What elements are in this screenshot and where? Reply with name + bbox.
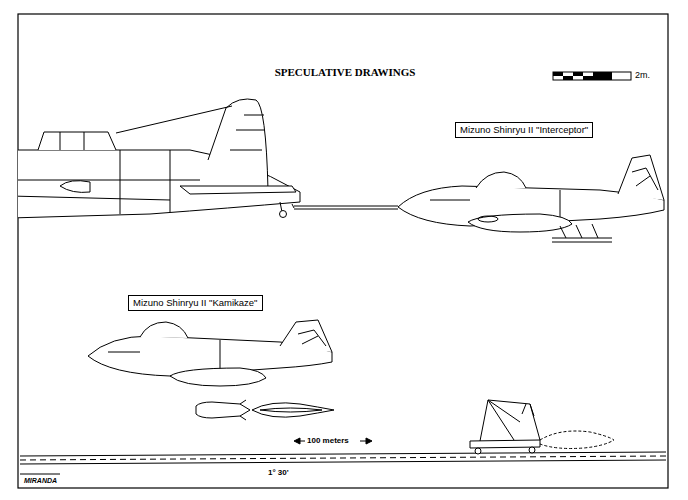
cart-body: [470, 440, 540, 448]
rocket-flame: [252, 403, 334, 417]
tow-bar: [294, 206, 398, 209]
interceptor-aircraft: [398, 155, 664, 242]
fin-panel: [230, 115, 264, 150]
canopy-frame: [60, 132, 84, 150]
scale-bar: [553, 72, 631, 80]
sheet-frame: [18, 14, 668, 488]
exhaust-trace: [540, 431, 614, 449]
scale-block: [593, 72, 612, 80]
interceptor-canopy: [476, 172, 526, 188]
aircraft-name: Mizuno Shinryu II "Kamikaze": [133, 297, 258, 309]
towing-tailplane: [180, 186, 296, 194]
kamikaze-aircraft: [88, 320, 334, 420]
towing-aircraft: [18, 99, 300, 218]
fin-bracing: [298, 330, 326, 346]
scale-block: [553, 72, 563, 76]
towing-canopy: [38, 132, 116, 150]
tailwheel: [280, 211, 287, 218]
cart-clamp: [522, 404, 534, 416]
cart-crane: [480, 400, 540, 441]
aircraft-name-box: Mizuno Shinryu II "Interceptor": [455, 122, 593, 138]
artist-signature: MIRANDA: [24, 475, 57, 486]
intake: [478, 216, 498, 222]
scale-label: 2m.: [635, 70, 650, 81]
interceptor-fin: [618, 155, 664, 200]
scale-bar-outline: [553, 72, 631, 80]
launch-cart: [470, 400, 614, 454]
angle-label: 1° 30': [268, 467, 289, 478]
scale-block: [573, 72, 583, 76]
sheet-title: SPECULATIVE DRAWINGS: [275, 66, 416, 78]
cart-wheel: [475, 448, 481, 454]
fuselage-panel: [18, 150, 200, 214]
rail-sleepers: [20, 456, 666, 460]
tow-cable: [294, 206, 398, 209]
kamikaze-fin: [280, 320, 332, 352]
kamikaze-canopy: [140, 322, 188, 338]
scale-block: [563, 76, 573, 80]
fin-bracing: [632, 168, 658, 190]
distance-label: 100 meters: [307, 435, 349, 446]
arrow-head: [294, 438, 300, 444]
tow-hook: [292, 204, 294, 208]
rail-line: [20, 452, 666, 464]
bomb-fin: [240, 400, 246, 420]
aircraft-name: Mizuno Shinryu II "Interceptor": [460, 124, 588, 136]
antenna-wire: [116, 106, 232, 133]
exhaust-fairing: [60, 181, 90, 193]
arrow-head: [366, 438, 372, 444]
launch-rail: [20, 452, 666, 474]
cart-wheel: [529, 447, 535, 453]
landing-skid: [552, 224, 612, 242]
bomb: [196, 402, 250, 418]
aircraft-name-box: Mizuno Shinryu II "Kamikaze": [128, 295, 263, 311]
towing-fin: [208, 99, 268, 190]
rocket-flame: [260, 408, 322, 412]
fuselage-panel: [108, 340, 220, 370]
signature-underline: [20, 474, 60, 475]
scale-block: [583, 76, 593, 80]
engine-nacelle: [468, 214, 572, 232]
engine-nacelle: [170, 368, 266, 386]
